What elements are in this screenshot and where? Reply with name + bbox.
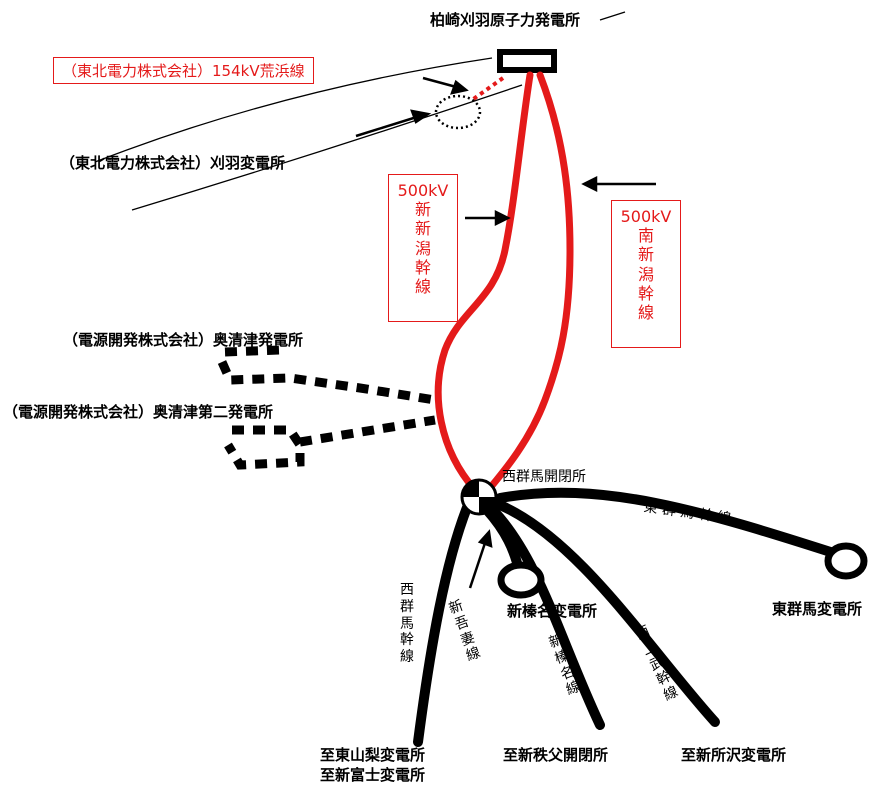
shin-niigata-char-1: 新 (414, 200, 431, 220)
arrows (355, 76, 656, 589)
kariwa-substation-symbol (434, 94, 482, 130)
nishi-jobu-trunk-line (495, 500, 720, 727)
boundary-line-tick (599, 11, 626, 21)
shin-haruna-substation-label: 新榛名変電所 (507, 602, 598, 620)
destination-higashi-yamanashi-label: 至東山梨変電所 (320, 746, 426, 764)
nishi-gunma-line-char-5: 線 (400, 649, 414, 666)
higashi-gunma-substation-label: 東群馬変電所 (772, 600, 863, 618)
nishi-gunma-line-label: 西 群 馬 幹 線 (400, 582, 414, 666)
nishi-gunma-line-char-4: 幹 (400, 632, 414, 649)
okukiyotsu2-line-dotted (224, 415, 436, 470)
nishi-gunma-trunk-line (413, 495, 475, 747)
arahama-line-label: （東北電力株式会社）154kV荒浜線 (62, 62, 305, 80)
okukiyotsu-plant-label: （電源開発株式会社）奥清津発電所 (63, 331, 304, 349)
destination-shin-fuji-label: 至新富士変電所 (320, 766, 426, 784)
minami-niigata-trunk-line (486, 71, 574, 492)
boundary-line-upper (94, 57, 493, 163)
okukiyotsu-line-dotted (217, 345, 436, 405)
nishi-gunma-line-char-1: 西 (400, 582, 414, 598)
kashiwazaki-plant-label: 柏崎刈羽原子力発電所 (430, 11, 581, 29)
arahama-line-label-box: （東北電力株式会社）154kV荒浜線 (53, 57, 314, 84)
destination-shin-chichibu-label: 至新秩父開閉所 (503, 746, 609, 764)
minami-niigata-char-3: 潟 (637, 264, 654, 284)
nishi-gunma-switching-station-label: 西群馬開閉所 (502, 469, 586, 485)
minami-niigata-char-5: 線 (637, 302, 654, 322)
minami-niigata-char-2: 新 (637, 245, 654, 265)
nishi-gunma-switching-station-symbol (460, 478, 498, 516)
boundary-line-lower (131, 84, 523, 211)
shin-niigata-voltage: 500kV (397, 181, 449, 200)
shin-niigata-char-4: 幹 (414, 257, 431, 277)
minami-niigata-label-box: 500kV 南 新 潟 幹 線 (611, 200, 681, 348)
minami-niigata-char-4: 幹 (637, 283, 654, 303)
shin-niigata-trunk-line (434, 71, 534, 494)
destination-shin-tokorozawa-label: 至新所沢変電所 (681, 746, 787, 764)
shin-niigata-label-box: 500kV 新 新 潟 幹 線 (388, 174, 458, 322)
higashi-gunma-substation-symbol (824, 542, 868, 580)
shin-niigata-char-5: 線 (414, 276, 431, 296)
nishi-gunma-line-char-3: 馬 (400, 615, 414, 632)
kashiwazaki-plant-symbol (497, 49, 557, 73)
shin-haruna-line (488, 505, 605, 730)
okukiyotsu2-plant-label: （電源開発株式会社）奥清津第二発電所 (3, 403, 274, 421)
minami-niigata-char-1: 南 (637, 226, 654, 246)
shin-niigata-char-3: 潟 (414, 238, 431, 258)
shin-niigata-char-2: 新 (414, 219, 431, 239)
minami-niigata-voltage: 500kV (620, 207, 672, 226)
shin-haruna-substation-symbol (497, 561, 545, 599)
higashi-gunma-trunk-line (495, 487, 845, 560)
nishi-gunma-line-char-2: 群 (400, 598, 414, 615)
arahama-line-dotted (470, 76, 505, 102)
kariwa-substation-label: （東北電力株式会社）刈羽変電所 (60, 154, 286, 172)
